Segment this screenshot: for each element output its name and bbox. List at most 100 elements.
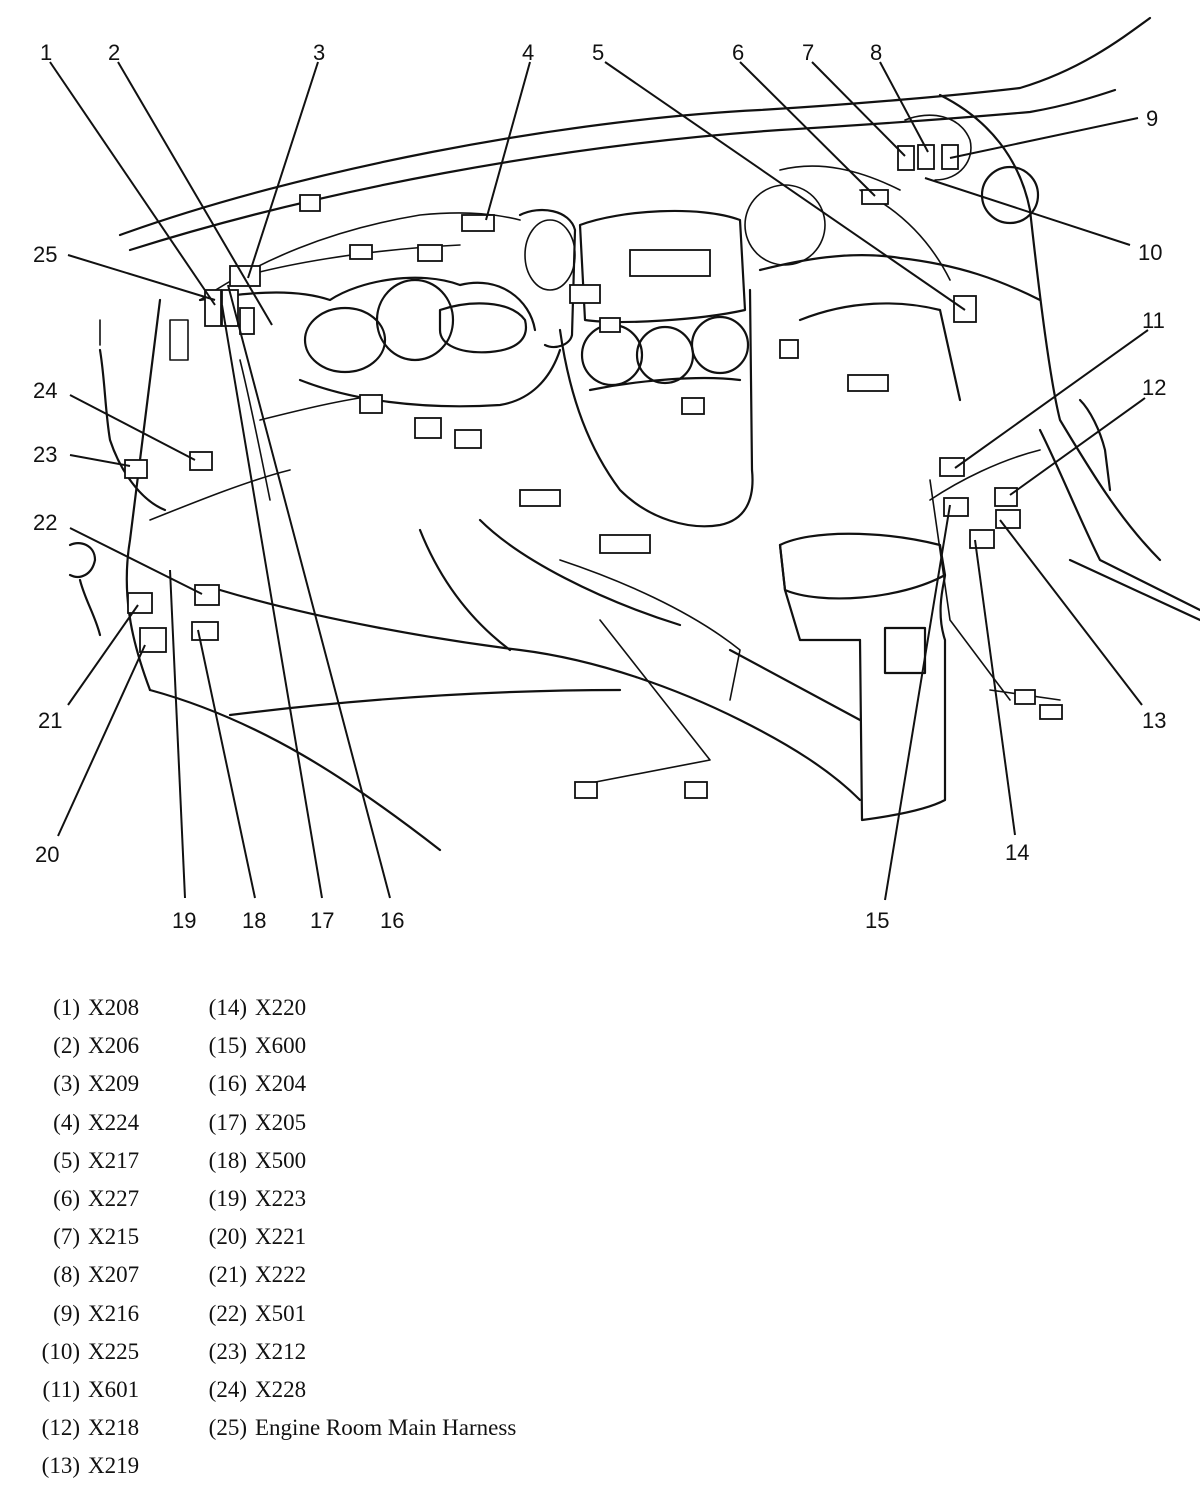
legend-code: X601 <box>88 1376 140 1402</box>
legend-item: (20)X221 <box>200 1224 516 1262</box>
legend-number: (16) <box>208 1071 247 1097</box>
legend-item: (9) X216 <box>0 1301 139 1339</box>
dashboard-outline <box>68 16 1200 852</box>
wiring-harness-drawing: 1 2 3 4 5 6 7 8 9 10 11 12 13 14 15 16 1… <box>33 16 1200 933</box>
legend-number: (6) <box>53 1185 80 1211</box>
callout-8: 8 <box>870 40 882 65</box>
legend-item: (1) X208 <box>0 995 139 1033</box>
legend-code: X500 <box>255 1147 307 1173</box>
callout-21: 21 <box>38 708 62 733</box>
legend-item: (12) X218 <box>0 1415 139 1453</box>
legend-code: X205 <box>255 1109 307 1135</box>
callout-12: 12 <box>1142 375 1166 400</box>
legend-code: X204 <box>255 1071 307 1097</box>
callout-10: 10 <box>1138 240 1162 265</box>
callout-1: 1 <box>40 40 52 65</box>
legend-number: (20) <box>208 1224 247 1250</box>
legend-code: X209 <box>88 1071 140 1097</box>
legend-number: (4) <box>53 1109 80 1135</box>
legend-code: X212 <box>255 1338 307 1364</box>
legend-number: (18) <box>208 1147 247 1173</box>
legend-item: (8) X207 <box>0 1262 139 1300</box>
callout-labels: 1 2 3 4 5 6 7 8 9 10 11 12 13 14 15 16 1… <box>33 40 1166 933</box>
legend-column-left: (1)X208 (2)X206 (3)X209 (4)X224 (5)X217 … <box>0 995 139 1491</box>
callout-23: 23 <box>33 442 57 467</box>
legend-item: (19) X223 <box>200 1186 516 1224</box>
legend-item: (5)X217 <box>0 1148 139 1186</box>
callout-17: 17 <box>310 908 334 933</box>
legend-code: X228 <box>255 1376 307 1402</box>
legend-item: (17) X205 <box>200 1110 516 1148</box>
legend-code: X225 <box>88 1338 140 1364</box>
legend-code: X220 <box>255 995 307 1020</box>
legend-item: (16) X204 <box>200 1071 516 1109</box>
legend-number: (12) <box>41 1415 80 1441</box>
legend-number: (9) <box>53 1300 80 1326</box>
callout-7: 7 <box>802 40 814 65</box>
callout-22: 22 <box>33 510 57 535</box>
callout-13: 13 <box>1142 708 1166 733</box>
legend-code: X216 <box>88 1300 140 1326</box>
legend-number: (3) <box>53 1071 80 1097</box>
legend-number: (2) <box>53 1033 80 1059</box>
connector-legend: (1)X208 (2)X206 (3)X209 (4)X224 (5)X217 … <box>0 995 1200 1495</box>
legend-code: X224 <box>88 1109 140 1135</box>
legend-number: (5) <box>53 1147 80 1173</box>
legend-number: (25) <box>208 1415 247 1441</box>
legend-item: (2) X206 <box>0 1033 139 1071</box>
callout-9: 9 <box>1146 106 1158 131</box>
legend-item: (22) X501 <box>200 1301 516 1339</box>
callout-20: 20 <box>35 842 59 867</box>
legend-code: X218 <box>88 1415 140 1441</box>
callout-14: 14 <box>1005 840 1029 865</box>
legend-item: (14) X220 <box>200 995 516 1033</box>
legend-number: (24) <box>208 1376 247 1402</box>
legend-item: (11) X601 <box>0 1376 140 1415</box>
legend-item: (24) X228 <box>200 1377 516 1415</box>
callout-4: 4 <box>522 40 534 65</box>
legend-number: (1) <box>53 995 80 1020</box>
callout-2: 2 <box>108 40 120 65</box>
legend-number: (19) <box>208 1185 247 1211</box>
legend-item: (21)X222 <box>200 1262 516 1300</box>
legend-item: (25) Engine Room Main Harness <box>200 1415 517 1453</box>
connector-blocks <box>124 144 1063 799</box>
legend-number: (10) <box>41 1338 80 1364</box>
callout-24: 24 <box>33 378 57 403</box>
legend-code: X208 <box>88 995 140 1020</box>
legend-column-right: (14) X220 (15) X600 (16) X204 (17) X205 (18)… <box>200 995 517 1453</box>
callout-3: 3 <box>313 40 325 65</box>
legend-code: X215 <box>88 1224 140 1250</box>
legend-item: (7)X215 <box>0 1224 139 1262</box>
legend-number: (11) <box>42 1376 80 1402</box>
legend-code: X600 <box>255 1033 307 1059</box>
legend-item: (15) X600 <box>200 1033 516 1071</box>
legend-number: (22) <box>208 1300 247 1326</box>
legend-number: (8) <box>53 1262 80 1288</box>
legend-code: X219 <box>88 1453 140 1479</box>
legend-code: X223 <box>255 1185 307 1211</box>
legend-number: (23) <box>208 1338 247 1364</box>
legend-code: X206 <box>88 1033 140 1059</box>
callout-11: 11 <box>1142 308 1165 333</box>
legend-number: (14) <box>208 995 247 1020</box>
callout-25: 25 <box>33 242 57 267</box>
legend-item: (23) X212 <box>200 1339 516 1377</box>
legend-item: (13) X219 <box>0 1453 139 1491</box>
callout-18: 18 <box>242 908 266 933</box>
legend-number: (13) <box>41 1453 80 1479</box>
legend-item: (3) X209 <box>0 1071 139 1109</box>
legend-code: X207 <box>88 1262 140 1288</box>
legend-number: (21) <box>208 1262 247 1288</box>
legend-code: Engine Room Main Harness <box>255 1415 517 1441</box>
legend-item: (6) X227 <box>0 1186 139 1224</box>
legend-number: (15) <box>208 1033 247 1059</box>
callout-5: 5 <box>592 40 604 65</box>
legend-item: (4) X224 <box>0 1110 139 1148</box>
leader-lines <box>49 61 1149 901</box>
legend-code: X227 <box>88 1185 140 1211</box>
legend-code: X501 <box>255 1300 307 1326</box>
legend-number: (17) <box>208 1109 247 1135</box>
legend-item: (10) X225 <box>0 1339 139 1377</box>
